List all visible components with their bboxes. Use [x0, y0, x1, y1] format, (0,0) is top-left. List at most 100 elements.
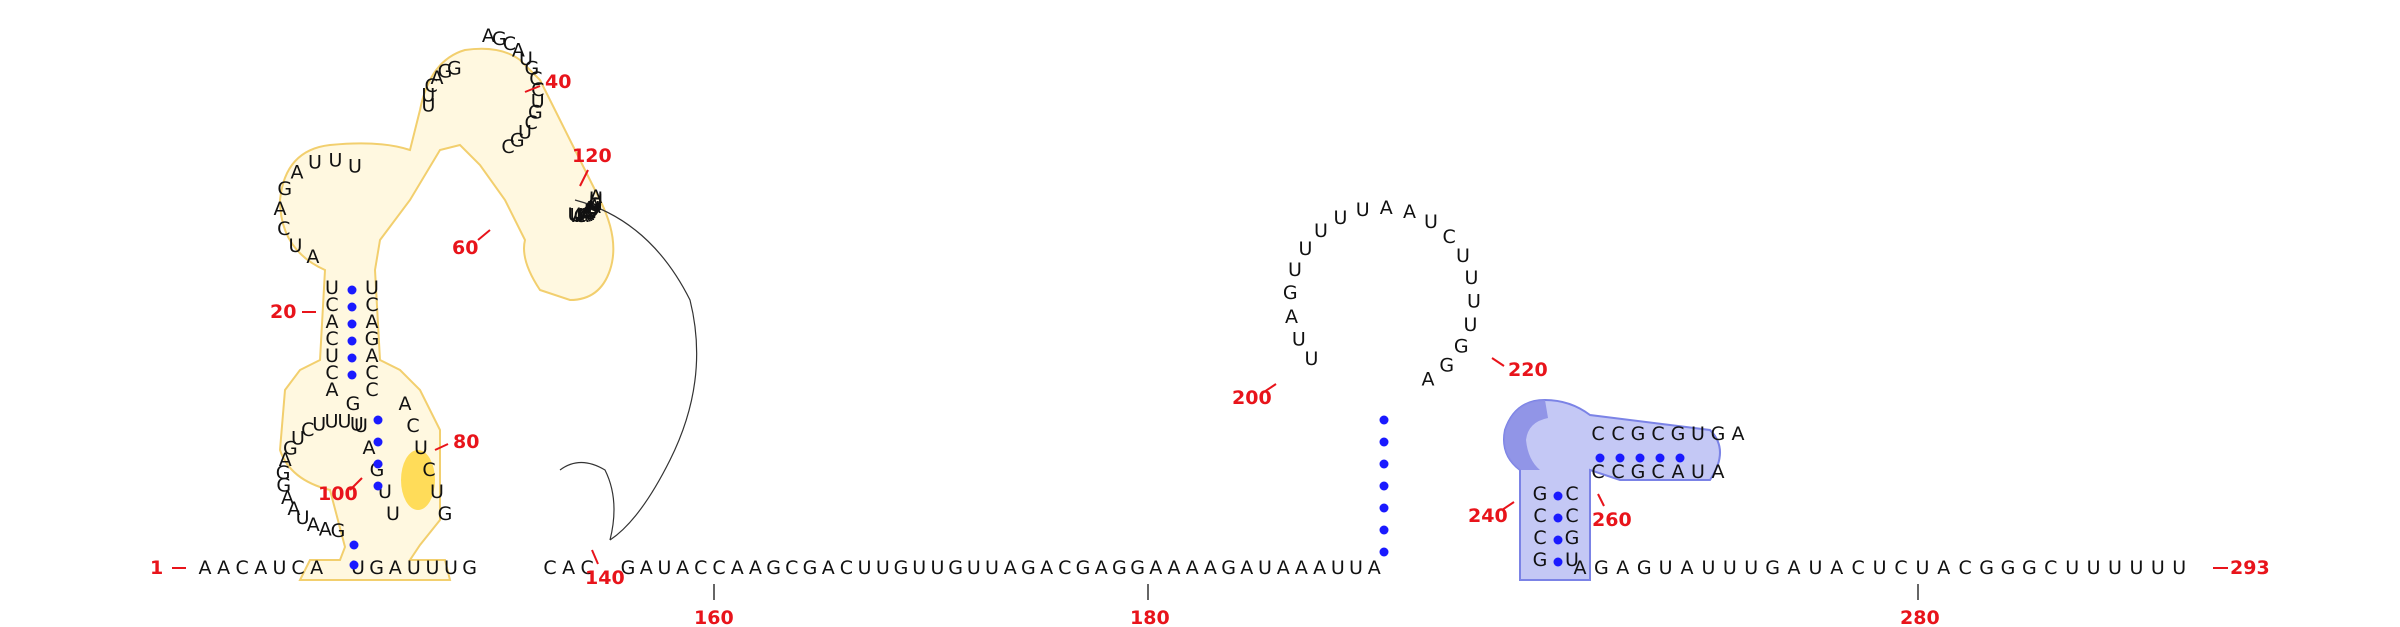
- nucleotide-backbone_main: G: [1076, 557, 1091, 579]
- base-pair-dot: [1379, 459, 1389, 469]
- nucleotide-backbone_right: C: [1959, 557, 1972, 579]
- nucleotide-backbone_right: G: [2001, 557, 2016, 579]
- nucleotide-backbone_right: U: [1659, 557, 1673, 579]
- nucleotide-backbone_mid1: G: [369, 557, 384, 579]
- nucleotide-backbone_left: A: [199, 557, 212, 579]
- nucleotide-backbone_right: G: [1765, 557, 1780, 579]
- nucleotide-stem_upper: A: [431, 67, 444, 89]
- nucleotide-domain2_branch: A: [581, 203, 594, 225]
- base-pair-dot: [1379, 437, 1389, 447]
- nucleotide-hairpin_big: G: [1283, 282, 1298, 304]
- nucleotide-backbone_main: A: [676, 557, 689, 579]
- base-pair-dot: [347, 319, 357, 329]
- base-pair-dot: [347, 353, 357, 363]
- nucleotide-backbone_mid1: G: [462, 557, 477, 579]
- nucleotide-stem1_right: G: [365, 328, 380, 350]
- nucleotide-hairpin_top: A: [512, 40, 525, 62]
- base-pair-dot: [349, 560, 359, 570]
- nucleotide-loop_lower: G: [283, 438, 298, 460]
- nucleotide-stem3_right: U: [414, 437, 428, 459]
- base-pair-dot: [1379, 547, 1389, 557]
- nucleotide-hairpin_big: U: [1314, 220, 1328, 242]
- base-pair-dot: [1675, 453, 1685, 463]
- base-pair-dot: [1553, 513, 1563, 523]
- nucleotide-backbone_right: G: [2022, 557, 2037, 579]
- nucleotide-hairpin_top: U: [519, 48, 533, 70]
- nucleotide-hairpin_big: U: [1356, 199, 1370, 221]
- nucleotide-stem4_left: G: [1533, 549, 1548, 571]
- nucleotide-stem1_left: U: [325, 345, 339, 367]
- label-60: 60: [452, 237, 478, 259]
- nucleotide-backbone_right: C: [1894, 557, 1907, 579]
- nucleotide-backbone_main: G: [948, 557, 963, 579]
- nucleotide-hairpin_right_top: C: [1651, 423, 1664, 445]
- nucleotide-hairpin_big: G: [1439, 354, 1454, 376]
- nucleotide-hairpin_top: G: [528, 102, 543, 124]
- nucleotide-hairpin_top: G: [510, 129, 525, 151]
- nucleotide-backbone_left: C: [236, 557, 249, 579]
- label-293: 293: [2230, 557, 2270, 579]
- nucleotide-backbone_right: G: [1979, 557, 1994, 579]
- base-pair-dot: [1379, 525, 1389, 535]
- nucleotide-stem3_left: U: [386, 503, 400, 525]
- nucleotide-backbone_right: A: [1830, 557, 1843, 579]
- nucleotide-backbone_right: G: [1594, 557, 1609, 579]
- nucleotide-backbone_right: U: [2108, 557, 2122, 579]
- nucleotide-backbone_mid1: A: [389, 557, 402, 579]
- nucleotide-hairpin_top: G: [492, 28, 507, 50]
- label-20: 20: [270, 301, 296, 323]
- nucleotide-backbone_main: G: [1130, 557, 1145, 579]
- long-loop-connector: [574, 199, 698, 541]
- nucleotide-stem4_right: G: [1565, 527, 1580, 549]
- nucleotide-domain2_branch: U: [589, 192, 603, 214]
- nucleotide-backbone_right: A: [1616, 557, 1629, 579]
- nucleotide-hairpin_right_bottom: G: [1631, 461, 1646, 483]
- base-pair-dot: [1655, 453, 1665, 463]
- nucleotide-domain2_branch: G: [588, 194, 603, 216]
- base-pair-dot: [347, 370, 357, 380]
- nucleotide-hairpin_big: A: [1422, 369, 1435, 391]
- nucleotide-backbone_right: U: [1808, 557, 1822, 579]
- nucleotide-backbone_main: U: [858, 557, 872, 579]
- nucleotide-backbone_right: A: [1574, 557, 1587, 579]
- nucleotide-hairpin_right_bottom: C: [1651, 461, 1664, 483]
- nucleotide-hairpin_top: U: [518, 121, 532, 143]
- nucleotide-backbone_mid2: A: [562, 557, 575, 579]
- nucleotide-backbone_main: A: [749, 557, 762, 579]
- nucleotide-loop_upper_left: U: [348, 156, 362, 178]
- nucleotide-backbone_main: U: [967, 557, 981, 579]
- nucleotide-loop_upper_left: C: [277, 218, 290, 240]
- nucleotide-hairpin_big: C: [1442, 226, 1455, 248]
- label-200: 200: [1232, 387, 1272, 409]
- nucleotide-domain2_branch: A: [578, 204, 591, 226]
- nucleotide-loop_lower: A: [279, 449, 292, 471]
- nucleotide-backbone_main: C: [1058, 557, 1071, 579]
- nucleotide-backbone_right: U: [2065, 557, 2079, 579]
- nucleotide-loop_upper_left: A: [291, 161, 304, 183]
- nucleotide-backbone_right: U: [1744, 557, 1758, 579]
- base-pair-dot: [1635, 453, 1645, 463]
- nucleotide-backbone_main: G: [894, 557, 909, 579]
- nucleotide-stem3_left: A: [363, 437, 376, 459]
- nucleotide-hairpin_right_top: U: [1691, 423, 1705, 445]
- nucleotide-hairpin_right_top: G: [1671, 423, 1686, 445]
- nucleotide-backbone_mid2: C: [543, 557, 556, 579]
- nucleotide-stem_upper: G: [438, 61, 453, 83]
- base-pair-dots: [347, 285, 1685, 570]
- nucleotide-backbone_right: U: [1915, 557, 1929, 579]
- nucleotide-stem1_left: U: [325, 277, 339, 299]
- nucleotide-hairpin_right_top: A: [1732, 423, 1745, 445]
- nucleotide-hairpin_big: A: [1380, 197, 1393, 219]
- nucleotide-hairpin_big: U: [1305, 348, 1319, 370]
- nucleotide-stem1_right: C: [365, 362, 378, 384]
- base-pair-dot: [1615, 453, 1625, 463]
- nucleotide-backbone_main: U: [1258, 557, 1272, 579]
- nucleotide-backbone_mid1: U: [407, 557, 421, 579]
- nucleotide-stem1_left: A: [326, 379, 339, 401]
- nucleotide-stem3_left: G: [346, 393, 361, 415]
- nucleotide-hairpin_top: U: [531, 90, 545, 112]
- nucleotide-hairpin_big: G: [1454, 336, 1469, 358]
- nucleotide-loop_lower: A: [319, 519, 332, 541]
- nucleotide-stem3_right: G: [438, 503, 453, 525]
